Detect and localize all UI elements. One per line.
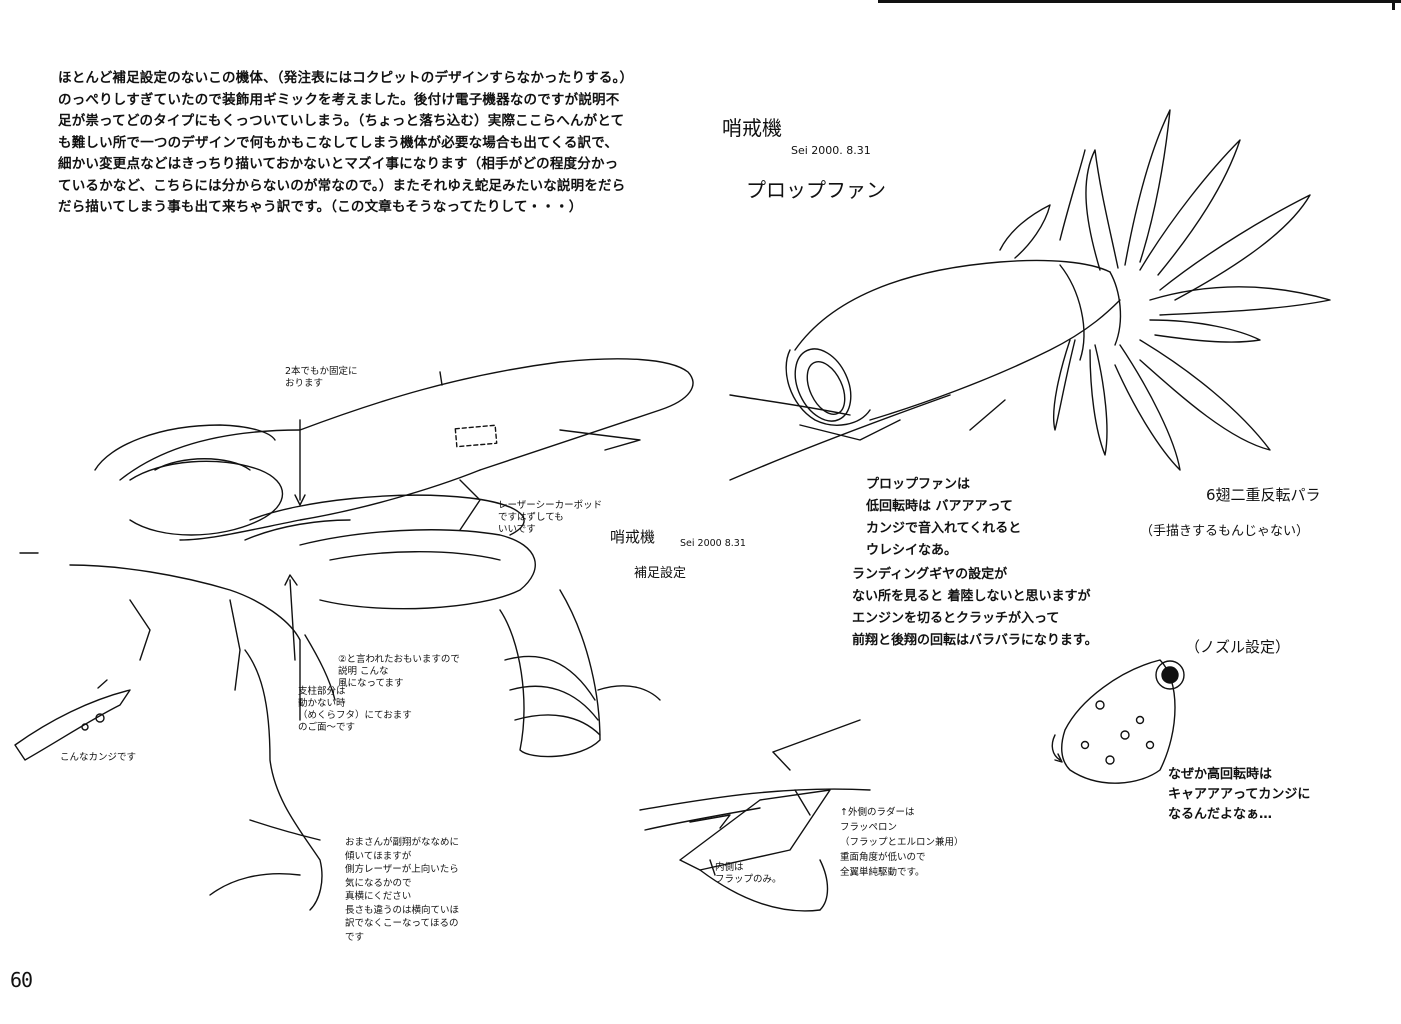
outer-rudder-line: 重面角度が低いので (840, 852, 926, 863)
landing-note-line: ランディングギヤの設定が (852, 567, 1008, 582)
pillar-note-line: （めくらフタ）にておます (298, 710, 412, 721)
contra-rotating-note: （手描きするもんじゃない） (1140, 524, 1310, 539)
center-sheet-signature: Sei 2000 8.31 (680, 538, 746, 549)
center-sheet-title: 哨戒機 (610, 528, 656, 546)
inner-flap-line: フラップのみ。 (715, 874, 782, 885)
fix-note-line: おります (285, 378, 324, 389)
tail-fin-drawing (639, 719, 871, 912)
pillar-note-line: 動かない時 (298, 698, 346, 709)
pillar-note-line: のご面～です (298, 722, 356, 733)
apology-note-line: おまさんが副翔がななめに (345, 837, 460, 848)
nozzle-note-line: なぜか高回転時は (1168, 767, 1273, 782)
outer-rudder-line: 全翼単純駆動です。 (840, 867, 925, 878)
like-this-note: こんなカンジです (60, 752, 137, 763)
contra-rotating-label: 6翅二重反転パラ (1206, 486, 1321, 504)
pillar-note-line: 支柱部分は (298, 686, 346, 697)
laser-pod-note: レーザーシーカーポッド ですはずしても いいです (498, 500, 602, 536)
top-border-line (878, 0, 1401, 3)
propfan-note-line: ウレシイなあ。 (866, 543, 958, 558)
intro-paragraph: ほとんど補足設定のないこの機体、（発注表にはコクピットのデザインすらなかったりす… (58, 70, 627, 215)
fix-note-line: 2本でもか固定に (285, 366, 358, 377)
nozzle-note: なぜか高回転時は キャアアアってカンジに なるんだよなぁ… (1168, 765, 1310, 825)
inner-flap-note: 内側は フラップのみ。 (715, 862, 782, 886)
question-note-line: ②と言われたおもいますので (338, 654, 460, 665)
landing-note-line: エンジンを切るとクラッチが入って (852, 611, 1060, 626)
pillar-note: 支柱部分は 動かない時 （めくらフタ）にておます のご面～です (298, 686, 412, 734)
inner-flap-line: 内側は (715, 862, 744, 873)
apology-note-line: です (345, 931, 365, 943)
nozzle-drawing (1051, 659, 1185, 784)
outer-rudder-note: ↑外側のラダーは フラッペロン （フラップとエルロン兼用） 重面角度が低いので … (840, 805, 964, 880)
center-sheet-subtitle: 補足設定 (634, 566, 687, 581)
apology-note-line: 訳でなくこーなってほるの (345, 918, 459, 929)
patrol-aircraft-drawing (14, 358, 694, 911)
laser-pod-line: いいです (498, 524, 536, 535)
page-number: 60 (10, 968, 33, 992)
landing-gear-note: ランディングギヤの設定が ない所を見ると 着陸しないと思いますが エンジンを切る… (852, 564, 1098, 652)
apology-note-line: 傾いてほますが (345, 850, 412, 862)
propfan-note: プロップファンは 低回転時は バアアアって カンジで音入れてくれると ウレシイな… (866, 474, 1021, 562)
propfan-note-line: カンジで音入れてくれると (866, 521, 1022, 536)
nozzle-note-line: なるんだよなぁ… (1168, 807, 1273, 822)
question-note: ②と言われたおもいますので 説明 こんな 風になってます (338, 654, 460, 690)
apology-note-line: 側方レーザーが上向いたら (345, 864, 459, 875)
landing-note-line: ない所を見ると 着陸しないと思いますが (852, 589, 1091, 604)
nozzle-note-line: キャアアアってカンジに (1168, 787, 1311, 802)
corner-mark (1392, 0, 1395, 10)
outer-rudder-line: （フラップとエルロン兼用） (840, 837, 964, 848)
right-sheet-title: 哨戒機 (722, 116, 782, 140)
right-sheet-signature: Sei 2000. 8.31 (791, 144, 871, 157)
fix-note: 2本でもか固定に おります (285, 366, 358, 390)
intro-text-block: ほとんど補足設定のないこの機体、（発注表にはコクピットのデザインすらなかったりす… (58, 68, 628, 219)
propfan-note-line: プロップファンは (866, 477, 971, 492)
outer-rudder-line: ↑外側のラダーは (840, 807, 915, 818)
propfan-engine-drawing (729, 109, 1331, 481)
nozzle-label: （ノズル設定） (1185, 638, 1291, 656)
landing-note-line: 前翔と後翔の回転はバラバラになります。 (852, 633, 1098, 648)
laser-pod-line: レーザーシーカーポッド (498, 500, 603, 511)
laser-pod-line: ですはずしても (498, 512, 564, 523)
apology-note-line: 長さも違うのは横向ていほ (345, 904, 460, 916)
question-note-line: 風になってます (338, 678, 404, 689)
propfan-note-line: 低回転時は バアアアって (866, 499, 1013, 514)
right-sheet-subtitle: プロップファン (746, 178, 886, 202)
apology-note-line: 気になるかので (345, 877, 412, 889)
outer-rudder-line: フラッペロン (840, 822, 898, 833)
question-note-line: 説明 こんな (338, 666, 389, 677)
apology-note: おまさんが副翔がななめに 傾いてほますが 側方レーザーが上向いたら 気になるかの… (345, 836, 459, 944)
apology-note-line: 真横にください (345, 891, 412, 902)
